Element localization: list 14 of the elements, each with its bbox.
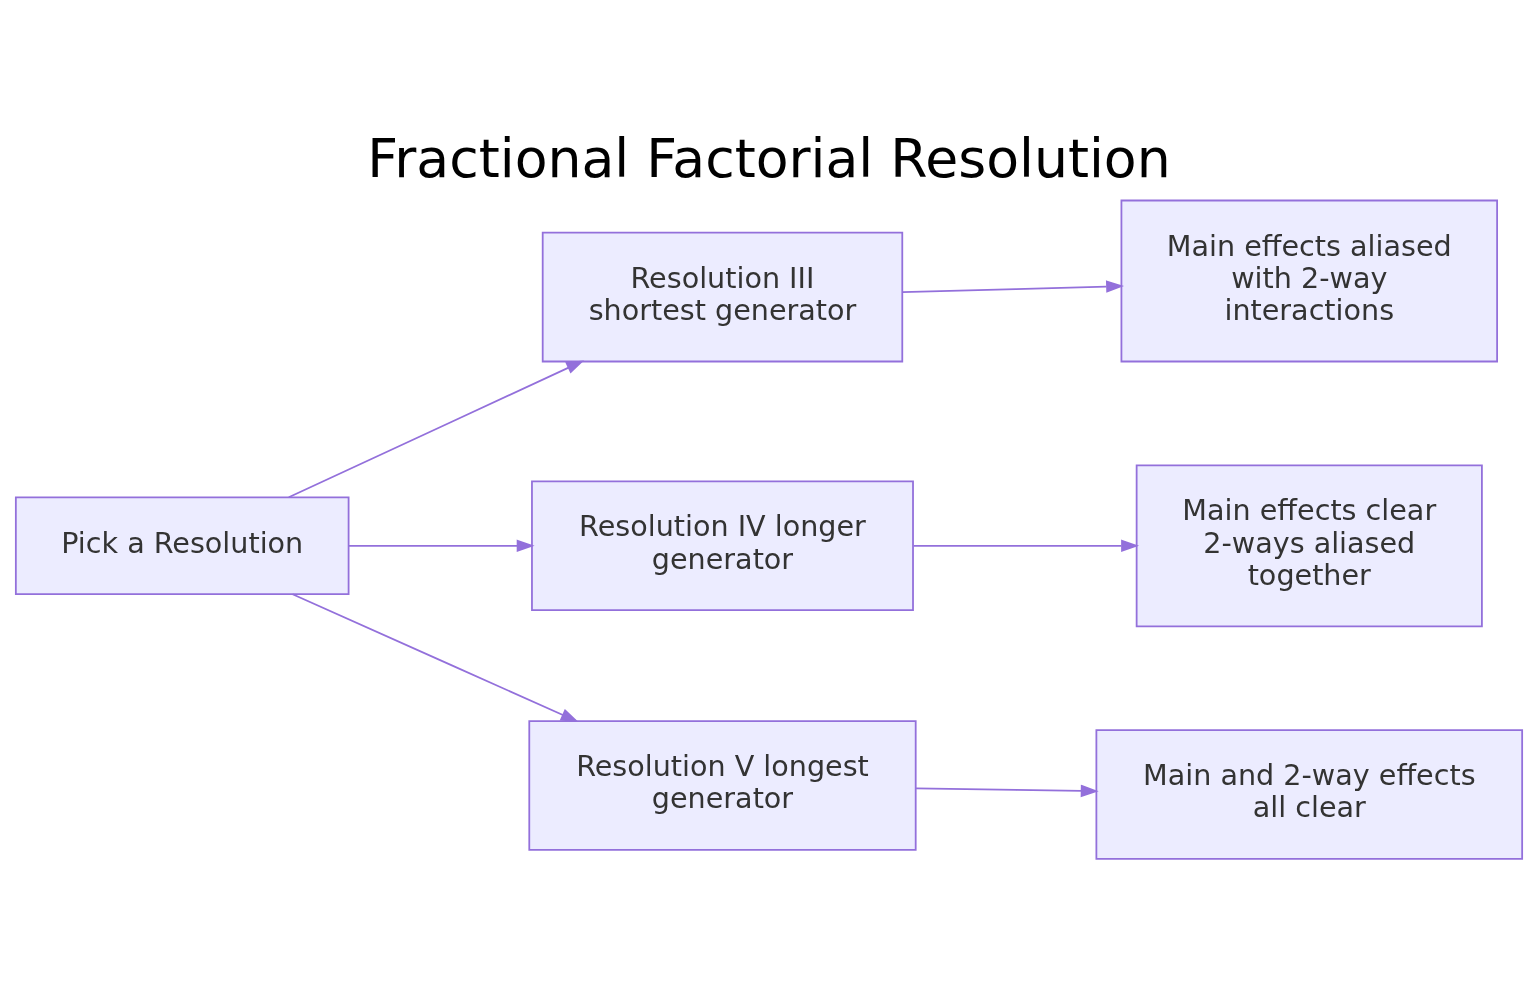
- node-box: Resolution IV longer generator: [531, 480, 914, 612]
- node-box: Resolution V longest generator: [528, 720, 917, 851]
- arrow: [915, 784, 1099, 798]
- arrow: [901, 280, 1125, 294]
- node-box: Main effects clear 2-ways aliased together: [1135, 464, 1483, 628]
- node-box: Main and 2-way effects all clear: [1095, 729, 1524, 860]
- arrow: [912, 539, 1140, 553]
- node-box: Main effects aliased with 2-way interactions: [1120, 199, 1498, 363]
- node-box: Resolution III shortest generator: [541, 231, 904, 363]
- arrow: [287, 360, 585, 499]
- node-box: Pick a Resolution: [14, 496, 350, 595]
- arrow: [347, 539, 535, 553]
- arrow: [291, 593, 579, 722]
- diagram-title: Fractional Factorial Resolution: [367, 127, 1171, 191]
